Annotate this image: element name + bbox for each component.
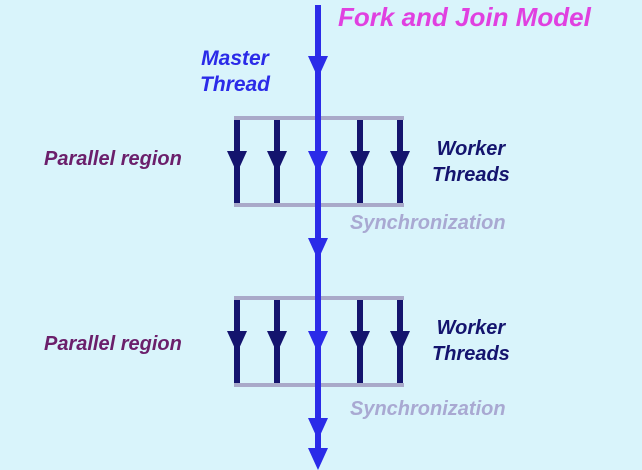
worker-arrow-icon [267, 331, 287, 353]
master-arrow-icon [308, 151, 328, 173]
worker-arrow-icon [350, 331, 370, 353]
synchronization-label-2: Synchronization [350, 398, 506, 420]
synchronization-label-1: Synchronization [350, 212, 506, 234]
master-arrow-icon [308, 418, 328, 440]
worker-arrow-icon [227, 151, 247, 173]
worker-arrow-icon [390, 151, 410, 173]
worker-arrow-icon [350, 151, 370, 173]
diagram-title: Fork and Join Model [338, 2, 591, 32]
worker-arrow-icon [267, 151, 287, 173]
worker-arrow-icon [390, 331, 410, 353]
master-arrow-icon [308, 331, 328, 353]
worker-arrow-icon [227, 331, 247, 353]
parallel-region-label-2: Parallel region [44, 333, 182, 355]
master-arrow-icon [308, 238, 328, 260]
master-arrow-icon [308, 56, 328, 78]
master-arrow-icon [308, 448, 328, 470]
parallel-region-label-1: Parallel region [44, 148, 182, 170]
